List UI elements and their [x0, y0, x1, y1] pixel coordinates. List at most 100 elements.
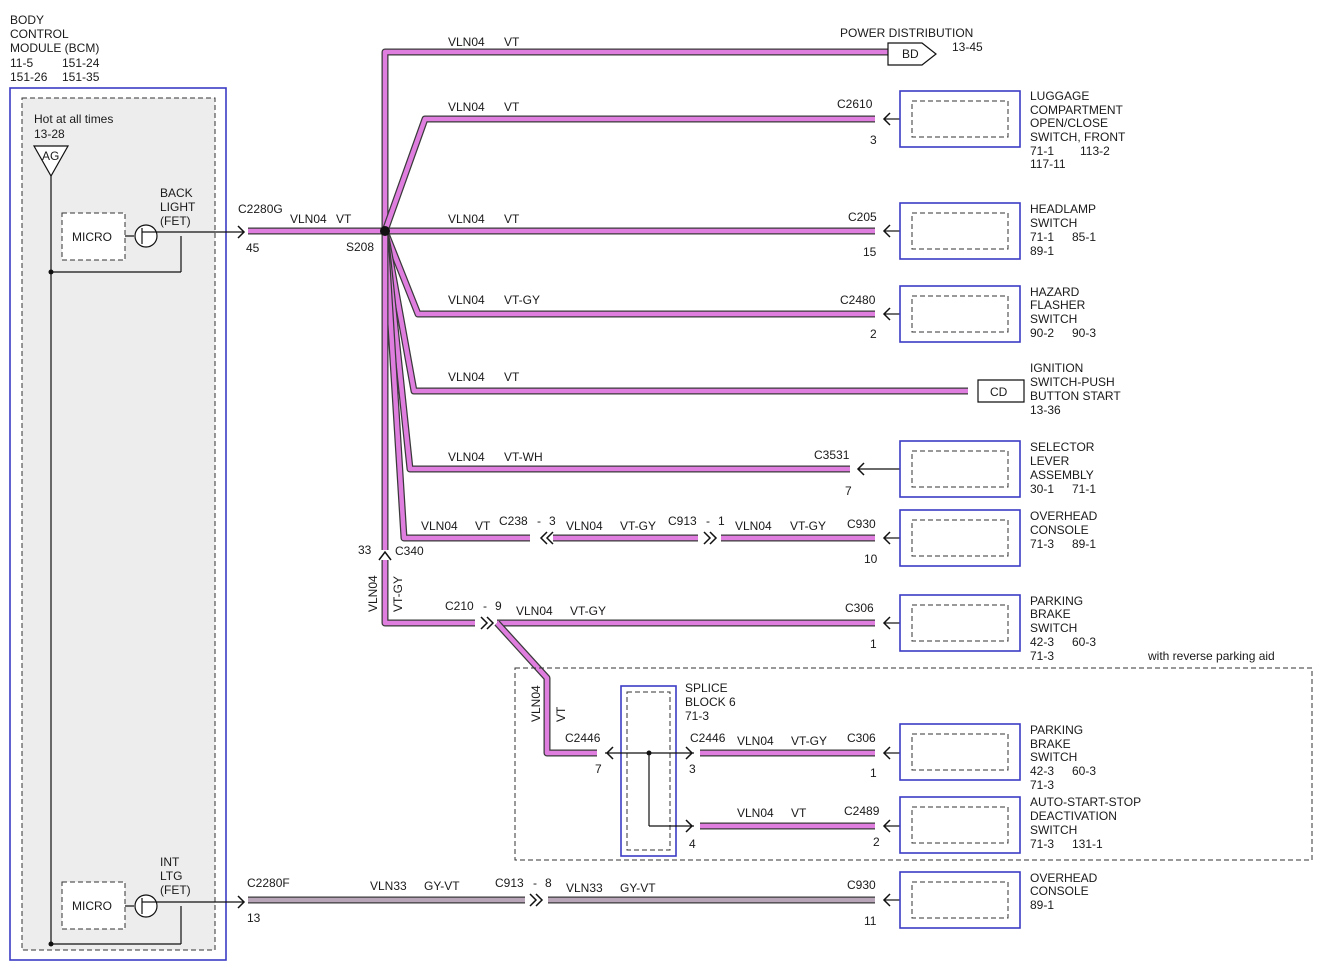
svg-text:FLASHER: FLASHER	[1030, 298, 1086, 312]
svg-text:VT-GY: VT-GY	[790, 519, 826, 533]
svg-text:VT-GY: VT-GY	[391, 576, 405, 612]
svg-text:13: 13	[247, 911, 261, 925]
wire-selector	[382, 230, 850, 472]
svg-text:4: 4	[689, 837, 696, 851]
svg-text:45: 45	[246, 241, 260, 255]
svg-text:SWITCH-PUSH: SWITCH-PUSH	[1030, 375, 1115, 389]
c238-arrow-icon	[539, 531, 548, 545]
svg-text:71-3: 71-3	[1030, 778, 1054, 792]
svg-text:VT-WH: VT-WH	[504, 450, 543, 464]
svg-text:C2446: C2446	[565, 731, 601, 745]
svg-text:85-1: 85-1	[1072, 230, 1096, 244]
badge-bd: BD	[887, 42, 937, 66]
svg-text:11: 11	[864, 914, 877, 928]
svg-text:C913: C913	[495, 876, 524, 890]
svg-text:VLN04: VLN04	[448, 212, 485, 226]
micro-label: MICRO	[72, 899, 112, 913]
svg-text:C2280G: C2280G	[238, 202, 283, 216]
svg-text:71-3: 71-3	[1030, 649, 1054, 663]
wire-hazard	[382, 230, 875, 317]
svg-text:3: 3	[549, 514, 556, 528]
svg-text:LUGGAGE: LUGGAGE	[1030, 89, 1089, 103]
svg-text:PARKING: PARKING	[1030, 594, 1083, 608]
svg-text:SWITCH: SWITCH	[1030, 750, 1077, 764]
svg-text:C340: C340	[395, 544, 424, 558]
fet-transistor-icon	[134, 894, 158, 918]
svg-text:VLN04: VLN04	[448, 293, 485, 307]
svg-text:GY-VT: GY-VT	[620, 881, 656, 895]
svg-text:HEADLAMP: HEADLAMP	[1030, 202, 1096, 216]
svg-text:CD: CD	[990, 385, 1008, 399]
svg-text:DEACTIVATION: DEACTIVATION	[1030, 809, 1117, 823]
svg-text:60-3: 60-3	[1072, 764, 1096, 778]
c340-arrow-icon	[378, 550, 392, 561]
svg-text:OVERHEAD: OVERHEAD	[1030, 509, 1098, 523]
svg-text:71-3: 71-3	[1030, 837, 1054, 851]
wire-power-distribution-outline	[381, 48, 888, 231]
svg-text:VLN04: VLN04	[421, 519, 458, 533]
svg-text:VT: VT	[791, 806, 807, 820]
bcm-output-arrow-icon	[237, 895, 246, 909]
svg-text:15: 15	[863, 245, 877, 259]
svg-text:VLN04: VLN04	[448, 35, 485, 49]
c238-arrow-icon	[545, 531, 554, 545]
svg-text:AUTO-START-STOP: AUTO-START-STOP	[1030, 795, 1141, 809]
svg-text:ASSEMBLY: ASSEMBLY	[1030, 468, 1094, 482]
svg-text:BUTTON START: BUTTON START	[1030, 389, 1121, 403]
svg-text:2: 2	[870, 327, 877, 341]
bcm-ref: 151-26	[10, 70, 48, 84]
svg-text:60-3: 60-3	[1072, 635, 1096, 649]
svg-text:1: 1	[718, 514, 725, 528]
svg-text:30-1: 30-1	[1030, 482, 1054, 496]
svg-text:BD: BD	[902, 47, 919, 61]
svg-text:-: -	[706, 514, 710, 528]
c210-arrow-icon	[486, 616, 495, 630]
svg-text:SWITCH: SWITCH	[1030, 621, 1077, 635]
component-headlamp-switch	[899, 202, 1021, 260]
svg-text:VLN04: VLN04	[735, 519, 772, 533]
svg-text:SWITCH, FRONT: SWITCH, FRONT	[1030, 130, 1126, 144]
micro-block	[61, 881, 126, 930]
svg-text:9: 9	[495, 599, 502, 613]
svg-text:C210: C210	[445, 599, 474, 613]
bcm-title-line2: CONTROL	[10, 27, 69, 41]
svg-text:C913: C913	[668, 514, 697, 528]
wire-c238	[382, 230, 530, 541]
bcm-ref: 151-24	[62, 56, 100, 70]
component-parking-brake-1	[899, 594, 1021, 652]
component-overhead-console-2	[899, 871, 1021, 929]
svg-text:C3531: C3531	[814, 448, 850, 462]
splice-name: SPLICE	[685, 681, 728, 695]
svg-text:VT-GY: VT-GY	[570, 604, 606, 618]
svg-text:SELECTOR: SELECTOR	[1030, 440, 1095, 454]
wire-power-distribution	[382, 49, 888, 231]
svg-text:C306: C306	[847, 731, 876, 745]
wire-luggage	[382, 116, 875, 232]
component-overhead-console-1	[899, 509, 1021, 567]
svg-text:C238: C238	[499, 514, 528, 528]
micro-block	[61, 212, 126, 261]
svg-text:VT: VT	[475, 519, 491, 533]
svg-text:COMPARTMENT: COMPARTMENT	[1030, 103, 1124, 117]
bcm-ref: 151-35	[62, 70, 100, 84]
svg-text:VLN04: VLN04	[737, 734, 774, 748]
option-note: with reverse parking aid	[1147, 649, 1275, 663]
option-region	[514, 667, 1313, 861]
splice-block-6: SPLICE BLOCK 6	[605, 681, 736, 857]
svg-text:LTG: LTG	[160, 869, 182, 883]
svg-text:(FET): (FET)	[160, 214, 191, 228]
svg-text:89-1: 89-1	[1030, 898, 1054, 912]
badge-cd: CD	[977, 379, 1025, 403]
bcm-module: BODY CONTROL MODULE (BCM) 11-5 151-24 15…	[9, 13, 244, 961]
wires	[237, 48, 968, 909]
fet-transistor-icon	[134, 224, 158, 248]
svg-text:BRAKE: BRAKE	[1030, 607, 1071, 621]
svg-text:IGNITION: IGNITION	[1030, 361, 1083, 375]
svg-text:10: 10	[864, 552, 878, 566]
svg-text:13-36: 13-36	[1030, 403, 1061, 417]
svg-text:VT: VT	[336, 212, 352, 226]
svg-text:LIGHT: LIGHT	[160, 200, 196, 214]
svg-text:C2610: C2610	[837, 97, 873, 111]
component-selector-lever	[899, 440, 1021, 498]
